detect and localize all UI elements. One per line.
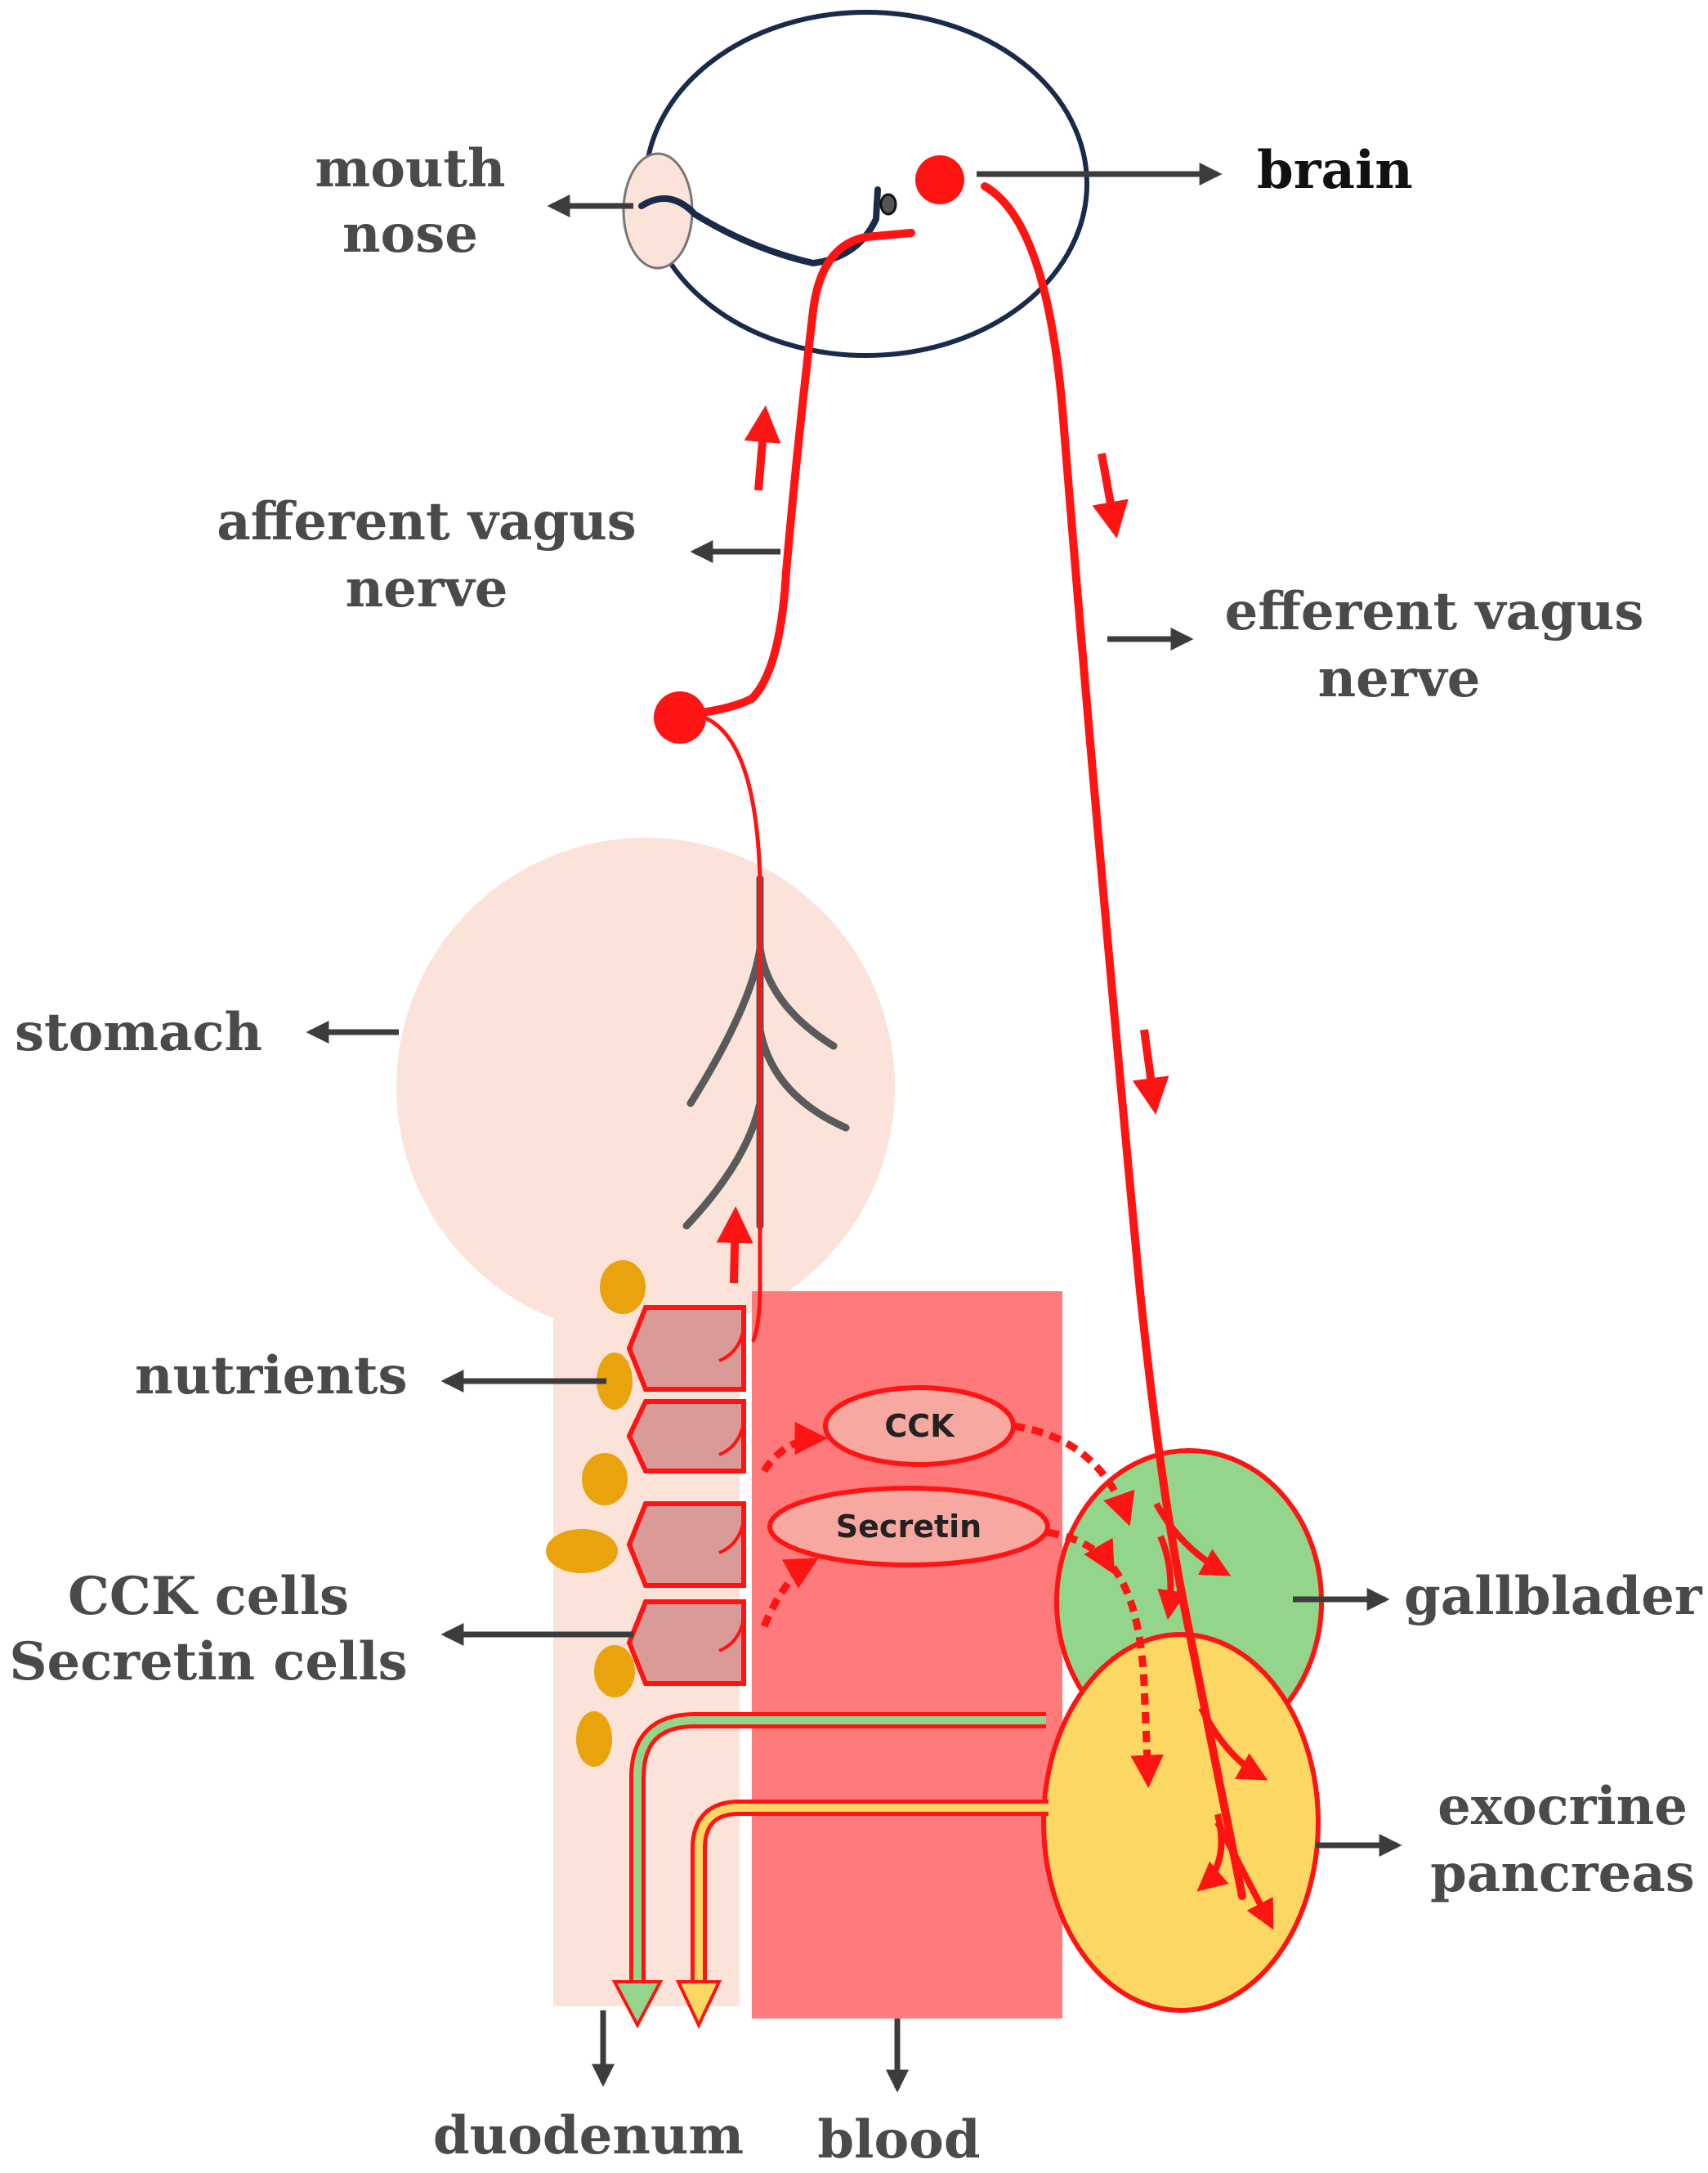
mouth-nose-opening bbox=[622, 152, 694, 270]
head bbox=[622, 10, 1089, 358]
efferent-branches bbox=[1153, 1502, 1274, 1930]
pancreas-label: pancreas bbox=[1430, 1843, 1695, 1904]
secretin-cell bbox=[626, 1599, 746, 1686]
nutrients-label: nutrients bbox=[135, 1345, 408, 1406]
efferent-nerve bbox=[981, 182, 1246, 1900]
secretin-cell bbox=[626, 1501, 746, 1588]
exocrine-label: exocrine bbox=[1437, 1776, 1688, 1837]
afferent-vagus-label-2: nerve bbox=[346, 558, 508, 619]
secretin-hormone bbox=[767, 1486, 1050, 1567]
bile-flow bbox=[611, 1712, 1046, 2029]
secretin-cells-label: Secretin cells bbox=[9, 1631, 407, 1692]
afferent-nerve-upper bbox=[676, 229, 915, 719]
signal-direction-arrows bbox=[716, 405, 1169, 1284]
nose-label: nose bbox=[342, 203, 478, 265]
mouth-label: mouth bbox=[315, 138, 505, 199]
label-pointers bbox=[306, 163, 1402, 2093]
brain-label: brain bbox=[1257, 140, 1413, 201]
afferent-nerve-lower bbox=[702, 715, 762, 1343]
pancreatic-juice-flow bbox=[675, 1800, 1048, 2029]
nutrients bbox=[546, 1260, 646, 1767]
hormone-pathways bbox=[760, 1421, 1164, 1789]
stomach-shape bbox=[396, 838, 895, 1336]
cck-cell bbox=[626, 1399, 746, 1473]
enteroendocrine-cells bbox=[626, 1305, 746, 1686]
cck-cells-label: CCK cells bbox=[68, 1566, 349, 1627]
brain-nucleus bbox=[915, 155, 964, 204]
cck-cell bbox=[626, 1305, 746, 1392]
olfactory-tract bbox=[638, 186, 881, 267]
afferent-vagus-label-1: afferent vagus bbox=[217, 491, 637, 552]
nodose-ganglion bbox=[654, 691, 706, 744]
gallbladder-label: gallblader bbox=[1404, 1566, 1703, 1627]
cell-signals bbox=[718, 1327, 745, 1652]
pancreas-shape bbox=[1041, 1632, 1321, 2013]
stomach-label: stomach bbox=[15, 1002, 262, 1063]
efferent-vagus-label-1: efferent vagus bbox=[1225, 581, 1644, 642]
olfactory-bulb bbox=[879, 193, 897, 216]
blood-label: blood bbox=[817, 2109, 980, 2171]
duodenum-label: duodenum bbox=[433, 2105, 744, 2166]
secretin-label: Secretin bbox=[836, 1509, 981, 1545]
head-outline bbox=[643, 10, 1089, 358]
efferent-vagus-label-2: nerve bbox=[1318, 648, 1481, 709]
cck-label: CCK bbox=[884, 1408, 955, 1444]
